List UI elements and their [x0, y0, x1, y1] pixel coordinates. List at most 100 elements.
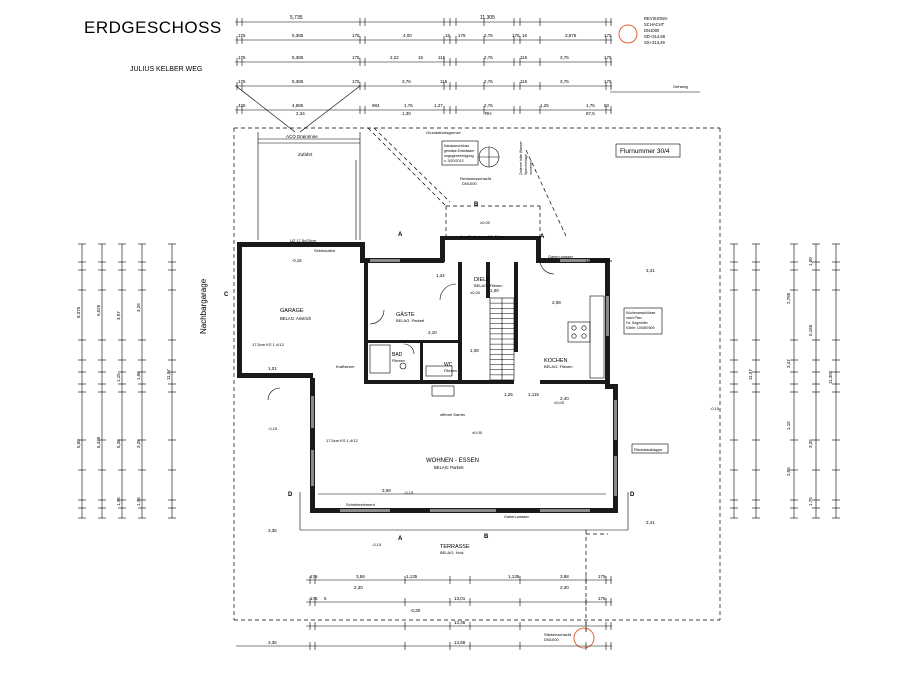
- svg-text:425: 425: [238, 103, 246, 108]
- svg-text:8,375: 8,375: [76, 306, 81, 318]
- svg-text:DN1000: DN1000: [462, 181, 477, 186]
- svg-text:SD+314,88: SD+314,88: [644, 34, 666, 39]
- svg-text:16: 16: [445, 33, 451, 38]
- kanal-note-text: Kanalanschluss gemäss Entwässer ungsgene…: [444, 144, 475, 163]
- svg-text:Fa. Segmüller: Fa. Segmüller: [626, 321, 649, 325]
- drain-line: [585, 530, 608, 632]
- svg-text:1,15: 1,15: [786, 421, 791, 430]
- svg-text:16: 16: [522, 33, 528, 38]
- svg-text:WOHNEN - ESSEN: WOHNEN - ESSEN: [426, 458, 479, 464]
- svg-text:REVISIONS-: REVISIONS-: [644, 16, 669, 21]
- svg-text:Küchenanschlüsse: Küchenanschlüsse: [626, 311, 655, 315]
- svg-text:3,26: 3,26: [136, 439, 141, 448]
- svg-text:2,08: 2,08: [552, 300, 561, 305]
- svg-text:DIELE: DIELE: [474, 277, 490, 283]
- flurnummer-box: [615, 143, 681, 158]
- svg-text:1,01: 1,01: [268, 366, 277, 371]
- svg-text:KOCHEN: KOCHEN: [544, 358, 568, 364]
- svg-text:13,36: 13,36: [454, 620, 466, 625]
- svg-text:BELAG: Parkett: BELAG: Parkett: [434, 465, 464, 470]
- washbasin-icon: [425, 365, 453, 377]
- svg-text:1,34: 1,34: [436, 273, 445, 278]
- svg-text:3,58: 3,58: [382, 488, 391, 493]
- terrace-outline: [299, 492, 629, 531]
- svg-text:GARAGE: GARAGE: [280, 308, 304, 314]
- svg-text:BELAG: Fliesen: BELAG: Fliesen: [474, 283, 502, 288]
- svg-text:5,735: 5,735: [290, 15, 303, 21]
- svg-text:BELAG: Anstrich: BELAG: Anstrich: [280, 316, 312, 321]
- nachbargarage-label: Nachbargarage: [199, 278, 208, 334]
- svg-text:11,305: 11,305: [828, 370, 833, 384]
- room-gaeste: GÄSTE BELAG: Parkett 2,10: [396, 311, 437, 335]
- svg-text:3,88: 3,88: [560, 574, 569, 579]
- stiekenschacht-label: Stiekenschacht DN1000: [544, 632, 572, 642]
- svg-text:13,68: 13,68: [454, 640, 466, 645]
- svg-text:Fliesen: Fliesen: [444, 368, 457, 373]
- svg-text:DN1000: DN1000: [544, 637, 559, 642]
- svg-text:11,97: 11,97: [748, 369, 753, 380]
- svg-text:1,00: 1,00: [490, 288, 499, 293]
- svg-text:175: 175: [238, 33, 246, 38]
- zisterne-note: Zisterne bitte Wasser Speicherlage vorse…: [519, 140, 533, 175]
- svg-text:3,97: 3,97: [116, 311, 121, 320]
- svg-text:D: D: [288, 492, 293, 498]
- svg-text:115: 115: [520, 79, 528, 84]
- svg-text:1,06: 1,06: [136, 371, 141, 380]
- svg-text:5,50: 5,50: [76, 439, 81, 448]
- uz-top-label: UZ 17,5x25cm: [290, 238, 317, 243]
- kraftstrom-label: Kraftstrom: [336, 364, 355, 369]
- svg-text:C: C: [224, 292, 229, 298]
- svg-text:1,135: 1,135: [406, 574, 418, 579]
- room-terrasse: TERRASSE BELAG: Holz -0,15: [372, 542, 470, 555]
- svg-text:SS+313,49: SS+313,49: [644, 40, 666, 45]
- svg-text:-0,15: -0,15: [372, 542, 382, 547]
- svg-text:A: A: [540, 234, 545, 240]
- aco-drainrinne-2-label: Aco-Drainrinne 13x10cm: [460, 234, 505, 239]
- svg-text:2,10: 2,10: [428, 330, 437, 335]
- svg-text:175: 175: [598, 596, 606, 601]
- svg-text:1,75: 1,75: [808, 497, 813, 506]
- svg-text:175: 175: [352, 79, 360, 84]
- svg-text:-0,30: -0,30: [410, 608, 421, 613]
- svg-text:WC: WC: [444, 362, 453, 368]
- room-wohnen: WOHNEN - ESSEN BELAG: Parkett 17,5cm KS …: [326, 438, 479, 470]
- svg-text:4,00: 4,00: [403, 33, 412, 38]
- svg-text:5,025: 5,025: [96, 304, 101, 316]
- revision-shaft-symbol: [618, 24, 638, 44]
- room-bad: BAD Fliesen: [392, 352, 405, 363]
- svg-text:Revisionsschacht: Revisionsschacht: [460, 176, 492, 181]
- exterior-walls: [237, 236, 618, 513]
- svg-text:D: D: [630, 492, 635, 498]
- svg-text:2,22: 2,22: [390, 55, 399, 60]
- svg-text:5,36: 5,36: [116, 439, 121, 448]
- section-markers: A A C B B D D A: [224, 202, 635, 542]
- sektionaltor-label: Sektionaltor: [314, 248, 336, 253]
- property-line-label: Grundstücksgrenze: [426, 130, 461, 135]
- svg-text:175: 175: [512, 33, 520, 38]
- svg-text:1,76: 1,76: [404, 103, 413, 108]
- room-garage: GARAGE BELAG: Anstrich 17,5cm KS 1,4/12 …: [252, 258, 312, 347]
- svg-text:±0,00: ±0,00: [480, 220, 491, 225]
- svg-text:1,15: 1,15: [116, 373, 121, 382]
- svg-text:175: 175: [604, 79, 612, 84]
- svg-text:175: 175: [238, 79, 246, 84]
- svg-text:1,115: 1,115: [528, 392, 539, 397]
- svg-text:Speicherlage: Speicherlage: [524, 154, 528, 175]
- bottom-dimension-chains: 175 3,58 1,135 1,135 3,88 175 2,30 2,30 …: [236, 574, 612, 650]
- svg-text:A: A: [398, 536, 403, 542]
- svg-text:±0,00: ±0,00: [554, 400, 565, 405]
- revisionsschacht-label: Revisionsschacht DN1000: [460, 176, 492, 186]
- svg-text:2,34: 2,34: [296, 111, 305, 116]
- svg-text:175: 175: [598, 574, 606, 579]
- svg-text:60: 60: [604, 103, 610, 108]
- rueckstau-box: [631, 443, 669, 454]
- svg-text:175: 175: [352, 55, 360, 60]
- svg-text:175: 175: [604, 55, 612, 60]
- svg-text:2,40: 2,40: [560, 396, 569, 401]
- svg-text:2,785: 2,785: [786, 292, 791, 304]
- svg-text:1,30: 1,30: [402, 111, 411, 116]
- svg-text:BAD: BAD: [392, 352, 403, 358]
- kuechen-note-text: Küchenanschlüsse nach Plan Fa. Segmüller…: [626, 311, 655, 330]
- svg-text:Zisterne bitte Wasser: Zisterne bitte Wasser: [519, 140, 523, 175]
- room-kochen: KOCHEN BELAG: Fliesen: [544, 358, 572, 369]
